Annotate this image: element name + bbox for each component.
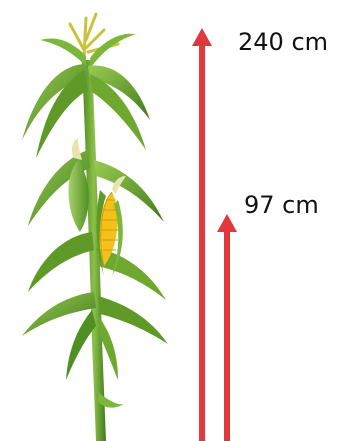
up-arrow-icon	[192, 28, 212, 46]
arrow-short-shaft	[224, 230, 230, 441]
corn-plant-illustration	[22, 14, 168, 441]
arrow-tall	[192, 28, 212, 441]
short-height-label: 97 cm	[244, 193, 319, 217]
leaf	[66, 310, 96, 380]
leaf	[28, 232, 94, 292]
arrow-short	[217, 214, 237, 441]
tall-height-label: 240 cm	[238, 30, 328, 54]
arrow-tall-shaft	[199, 44, 205, 441]
up-arrow-icon	[217, 214, 237, 232]
